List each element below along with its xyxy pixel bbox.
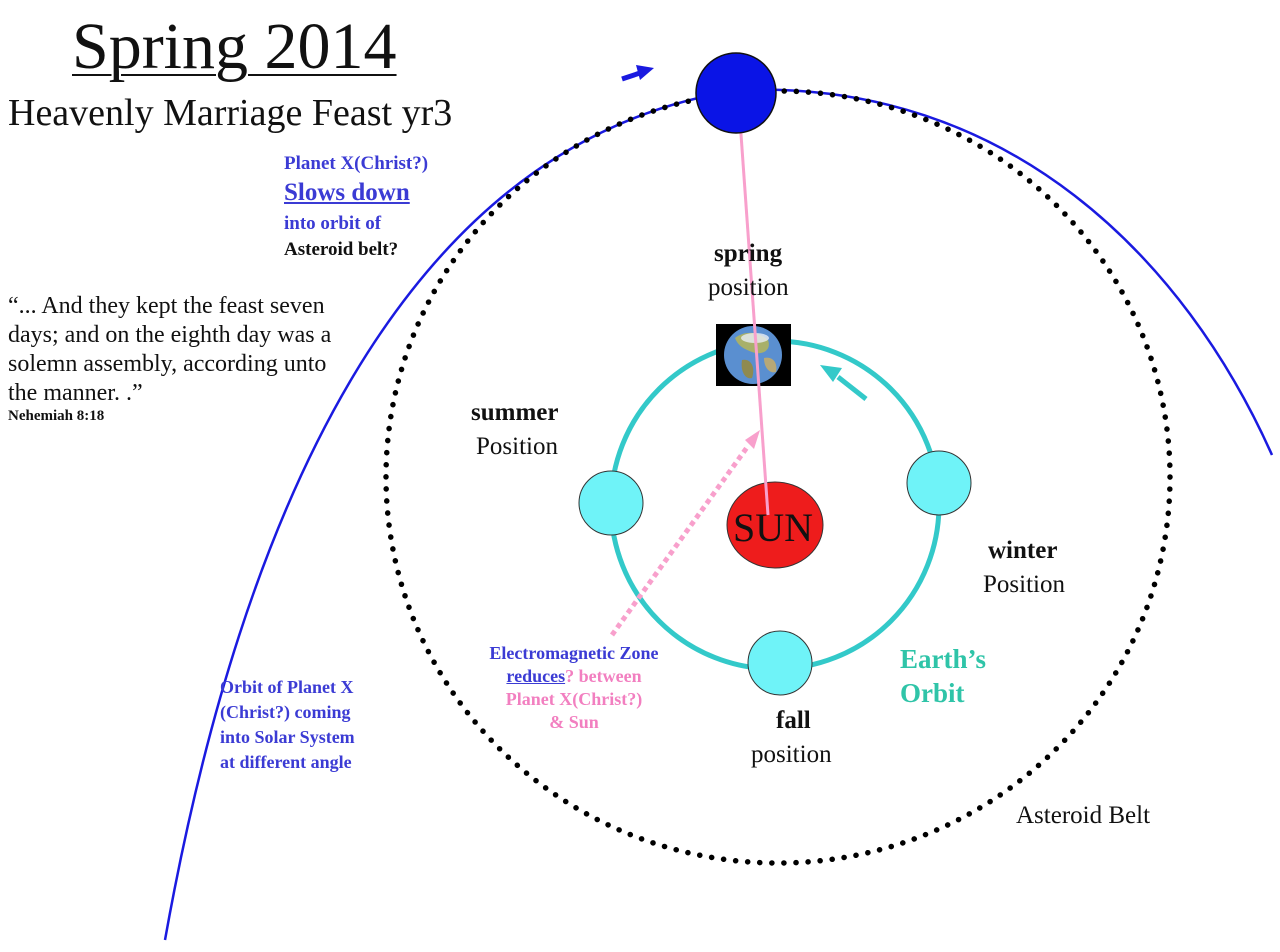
em-zone-between: ? between <box>565 666 642 686</box>
quote-reference: Nehemiah 8:18 <box>8 408 105 424</box>
planet-x-path <box>163 88 1274 941</box>
summer-position-label: Position <box>476 433 558 460</box>
fall-position-label: position <box>751 741 832 768</box>
em-zone-line4: & Sun <box>549 712 599 732</box>
em-zone-arrowhead <box>745 430 760 449</box>
spring-position-label: position <box>708 274 789 301</box>
em-zone-note: Electromagnetic Zone reduces? between Pl… <box>474 642 674 734</box>
earth-orbit-label-line2: Orbit <box>900 678 965 708</box>
orbit-note-line1: Orbit of Planet X <box>220 677 354 697</box>
em-zone-line1: Electromagnetic Zone <box>489 643 659 663</box>
winter-planet <box>906 450 972 516</box>
em-zone-reduces: reduces <box>506 666 566 686</box>
summer-planet <box>578 470 644 536</box>
planet-note-line1: Planet X(Christ?) <box>284 153 429 174</box>
earth-globe-icon <box>716 324 791 386</box>
em-zone-arrow <box>609 444 751 637</box>
planet-note-line3: into orbit of <box>284 213 382 234</box>
fall-planet <box>747 630 813 696</box>
planet-x <box>695 52 777 134</box>
sun-label: SUN <box>733 505 813 550</box>
arrow-up-left-icon <box>820 365 868 401</box>
asteroid-belt <box>383 88 1173 866</box>
sun <box>726 481 824 569</box>
em-zone-line2: reduces? between <box>474 665 674 688</box>
orbit-note: Orbit of Planet X (Christ?) coming into … <box>220 675 355 775</box>
asteroid-belt-label: Asteroid Belt <box>1016 802 1151 829</box>
summer-label: summer <box>471 399 559 426</box>
spring-label: spring <box>714 240 783 267</box>
earth-orbit-label-line1: Earth’s <box>900 644 986 674</box>
arrow-right-icon <box>621 65 654 82</box>
page-title: Spring 2014 <box>72 10 397 83</box>
fall-label: fall <box>776 707 811 734</box>
orbit-note-line4: at different angle <box>220 752 352 772</box>
page-subtitle: Heavenly Marriage Feast yr3 <box>8 92 453 134</box>
winter-position-label: Position <box>983 571 1065 598</box>
orbit-note-line2: (Christ?) coming <box>220 702 351 722</box>
orbit-note-line3: into Solar System <box>220 727 355 747</box>
planet-x-sun-line <box>736 91 770 516</box>
em-zone-line3: Planet X(Christ?) <box>505 689 643 709</box>
quote-text: “... And they kept the feast seven days;… <box>8 293 332 406</box>
planet-note-slows-down: Slows down <box>284 179 410 206</box>
winter-label: winter <box>988 537 1058 564</box>
planet-note-line4: Asteroid belt? <box>284 239 399 260</box>
